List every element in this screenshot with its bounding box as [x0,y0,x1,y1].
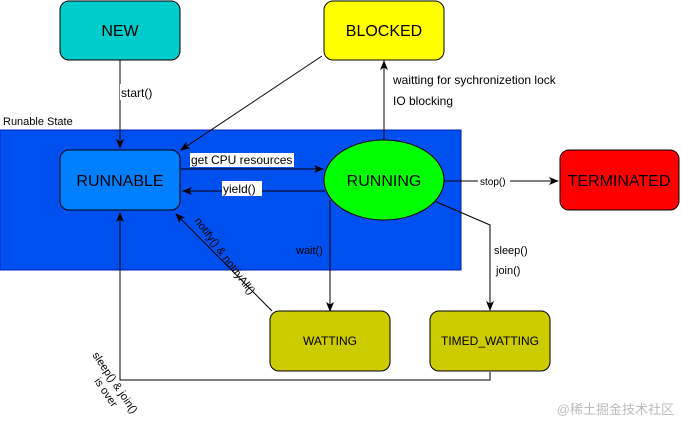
node-terminated-label: TERMINATED [568,173,671,190]
stop-label-bg [478,176,510,187]
node-timed-watting-label: TIMED_WATTING [441,334,539,348]
node-blocked-label: BLOCKED [346,23,422,40]
node-running [323,139,445,221]
node-runnable-label: RUNNABLE [76,173,163,190]
edge-get-cpu-label: get CPU resources [191,153,292,167]
start-label-bg [120,84,160,100]
edge-sleep [431,199,494,311]
edge-sleep-label: sleep() [494,245,528,257]
edge-lock-label: waitting for sychronizetion lock [392,73,557,87]
node-timed-watting [429,310,551,372]
edge-join-label: join() [495,265,520,277]
node-runnable [59,149,181,211]
node-blocked [323,0,445,61]
watermark-text: @稀土掘金技术社区 [557,402,674,417]
edge-start-label: start() [121,86,152,100]
edge-blocked-return [180,55,323,151]
node-watting-label: WATTING [303,334,357,348]
edge-sleep-over [116,212,491,381]
node-terminated [559,149,680,211]
node-new [59,0,181,61]
node-new-label: NEW [101,23,139,40]
node-running-label: RUNNING [347,173,422,190]
edge-wait-label: wait() [295,245,323,257]
region-label: Runable State [3,116,73,128]
yield-label-bg [222,181,262,196]
edge-io-label: IO blocking [393,94,453,108]
node-watting [269,310,391,372]
edge-stop-label: stop() [480,177,506,188]
get-cpu-label-bg [190,153,294,167]
edge-yield-label: yield() [223,182,256,196]
edge-notify [175,213,273,312]
